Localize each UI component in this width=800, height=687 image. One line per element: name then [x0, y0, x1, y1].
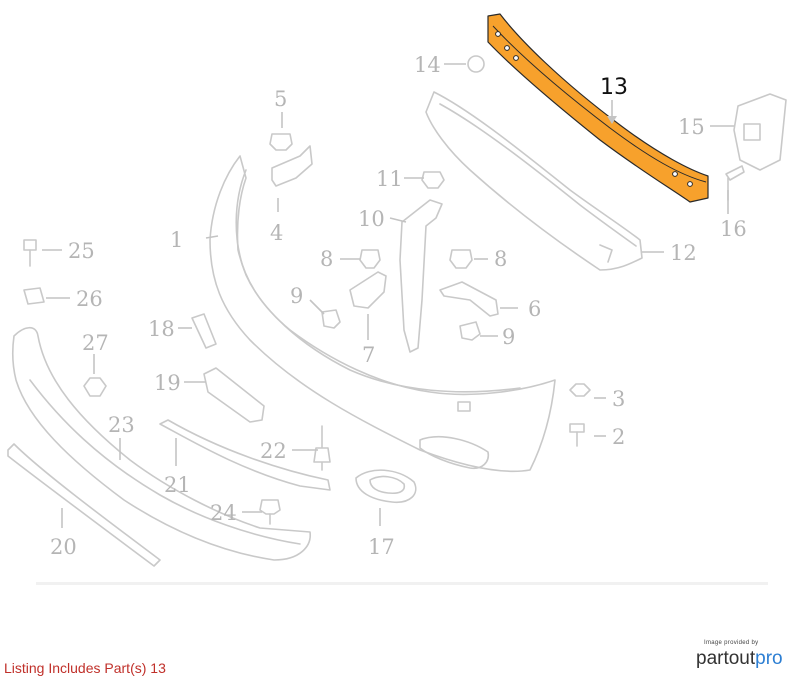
callout-1: 1: [170, 228, 183, 252]
brand-logo: Image provided by partoutpro: [696, 640, 792, 670]
part-9-fastener-left: [321, 309, 341, 329]
diagram-baseline: [36, 582, 768, 585]
listing-note: Listing Includes Part(s) 13: [4, 660, 166, 676]
callout-9-right: 9: [502, 325, 515, 349]
part-23-valance: [11, 326, 311, 561]
callout-17: 17: [368, 535, 395, 559]
part-1-bumper-fascia: [209, 155, 556, 473]
callout-26: 26: [76, 287, 103, 311]
callout-23: 23: [108, 413, 135, 437]
part-13-reinforcement-bar: [487, 13, 709, 203]
callout-11: 11: [376, 167, 403, 191]
part-24-fastener: [259, 499, 281, 525]
part-2-bolt: [569, 423, 585, 447]
part-26-clip: [23, 287, 45, 305]
brand-name-part-b: pro: [755, 648, 783, 669]
callout-5: 5: [274, 87, 287, 111]
callout-13: 13: [600, 75, 628, 100]
part-20-strip: [7, 443, 161, 567]
part-15-bracket: [733, 93, 787, 171]
callout-18: 18: [148, 317, 175, 341]
callout-6: 6: [528, 297, 541, 321]
leader-lines: [42, 63, 734, 528]
part-11-clip: [421, 171, 445, 189]
brand-name: partoutpro: [696, 648, 792, 670]
part-9-fastener-right: [459, 321, 481, 341]
callout-25: 25: [68, 239, 95, 263]
callout-20: 20: [50, 535, 77, 559]
part-25-screw: [23, 239, 37, 267]
brand-tagline: Image provided by: [704, 640, 759, 646]
part-12-absorber: [425, 91, 643, 271]
callout-9-left: 9: [290, 284, 303, 308]
part-10-bracket: [399, 199, 443, 353]
callout-19: 19: [154, 371, 181, 395]
part-22-clip: [313, 425, 331, 471]
callout-12: 12: [670, 241, 697, 265]
callout-16: 16: [720, 217, 747, 241]
callout-labels: 1 2 3 4 5 6 7 8 8 9 9 10 11 12 13 14 15 …: [50, 53, 747, 559]
callout-8-right: 8: [494, 247, 507, 271]
part-17-bezel: [355, 469, 417, 504]
callout-2: 2: [612, 425, 625, 449]
callout-8-left: 8: [320, 247, 333, 271]
callout-24: 24: [210, 501, 237, 525]
part-7-bracket: [349, 271, 387, 309]
callout-10: 10: [358, 207, 385, 231]
part-4-bracket: [271, 145, 313, 187]
callout-21: 21: [164, 473, 191, 497]
callout-27: 27: [82, 331, 109, 355]
callout-7: 7: [362, 343, 375, 367]
brand-name-part-a: partout: [696, 648, 756, 669]
part-6-bracket: [439, 281, 499, 317]
callout-15: 15: [678, 115, 705, 139]
part-3-nut: [569, 383, 591, 397]
callout-4: 4: [270, 221, 283, 245]
part-18-cover: [191, 313, 217, 349]
part-8-clip-left: [359, 249, 381, 269]
part-5-clip: [269, 133, 293, 151]
callout-14: 14: [414, 53, 441, 77]
part-19-grille: [203, 367, 265, 423]
part-21-trim: [159, 419, 331, 491]
part-8-clip-right: [449, 249, 473, 269]
part-14-grommet: [467, 55, 485, 73]
callout-3: 3: [612, 387, 625, 411]
callout-22: 22: [260, 439, 287, 463]
part-27-nut: [83, 377, 107, 397]
